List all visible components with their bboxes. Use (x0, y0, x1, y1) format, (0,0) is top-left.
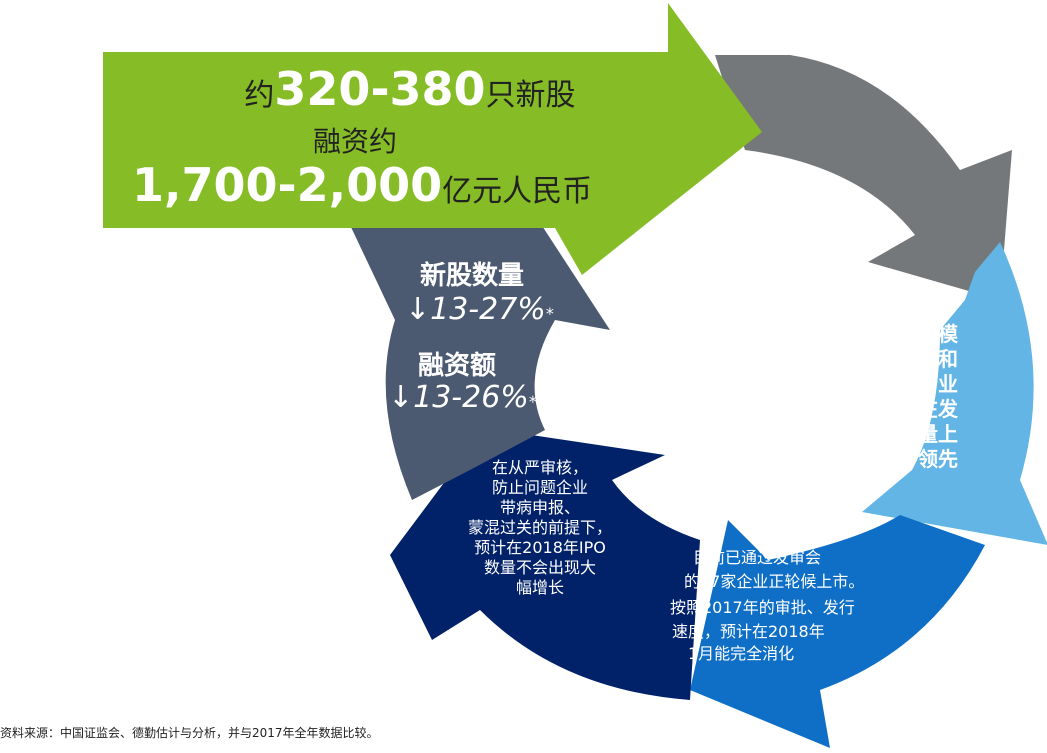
count-suffix: 只新股 (485, 78, 576, 113)
mid-blue-arrow (690, 515, 985, 748)
text-line: 处于领先 (878, 447, 958, 471)
asterisk: * (528, 392, 537, 411)
text-line: 幅增长 (515, 578, 564, 597)
green-arrow-line3: 1,700-2,000亿元人民币 (132, 158, 592, 212)
new-share-count: 320-380 (274, 62, 486, 116)
new-share-count-change: ↓13-27%* (405, 292, 554, 327)
gray-arrow (715, 55, 1012, 300)
change-value: ↓13-26% (388, 380, 529, 415)
text-line: 的制造和 (878, 347, 958, 371)
text-line: 中小规模 (878, 322, 958, 346)
source-footnote: 资料来源：中国证监会、德勤估计与分析，并与2017年全年数据比较。 (0, 726, 379, 740)
text-line: 数量不会出现大 (483, 558, 596, 577)
fundraising-change: ↓13-26%* (388, 380, 537, 415)
amount-suffix: 亿元人民币 (442, 174, 593, 209)
text-line: 蒙混过关的前提下， (467, 518, 612, 537)
text-line: 速度，预计在2018年 (672, 622, 825, 641)
text-line: 按照2017年的审批、发行 (670, 598, 855, 617)
asterisk: * (545, 304, 554, 323)
new-share-count-label: 新股数量 (420, 261, 525, 291)
green-arrow-line1: 约320-380只新股 (130, 62, 690, 116)
slate-arrow (350, 215, 610, 500)
text-line: 1月能完全消化 (688, 644, 795, 663)
fundraising-amount: 1,700-2,000 (132, 158, 443, 212)
navy-arrow (390, 428, 700, 700)
text-line: 科技行业 (878, 372, 958, 396)
green-arrow-line2: 融资约 (312, 125, 397, 158)
text-line: 带病申报、 (499, 498, 580, 517)
text-line: 行数量上 (878, 422, 958, 446)
navy-text: 在从严审核， 防止问题企业 带病申报、 蒙混过关的前提下， 预计在2018年IP… (440, 458, 640, 598)
light-blue-arrow (862, 242, 1047, 545)
text-line: 在从严审核， (491, 458, 588, 477)
light-blue-text: 中小规模 的制造和 科技行业 仍会在发 行数量上 处于领先 (878, 322, 958, 472)
change-value: ↓13-27% (405, 292, 546, 327)
text-line: 防止问题企业 (491, 478, 588, 497)
fundraising-label: 融资额 (418, 351, 497, 381)
text-line: 仍会在发 (878, 397, 958, 421)
text-line: 的27家企业正轮候上市。 (684, 572, 865, 591)
text-line: 预计在2018年IPO (474, 538, 606, 557)
prefix: 约 (244, 78, 275, 113)
green-arrow (103, 3, 762, 275)
text-line: 目前已通过发审会 (693, 548, 822, 567)
